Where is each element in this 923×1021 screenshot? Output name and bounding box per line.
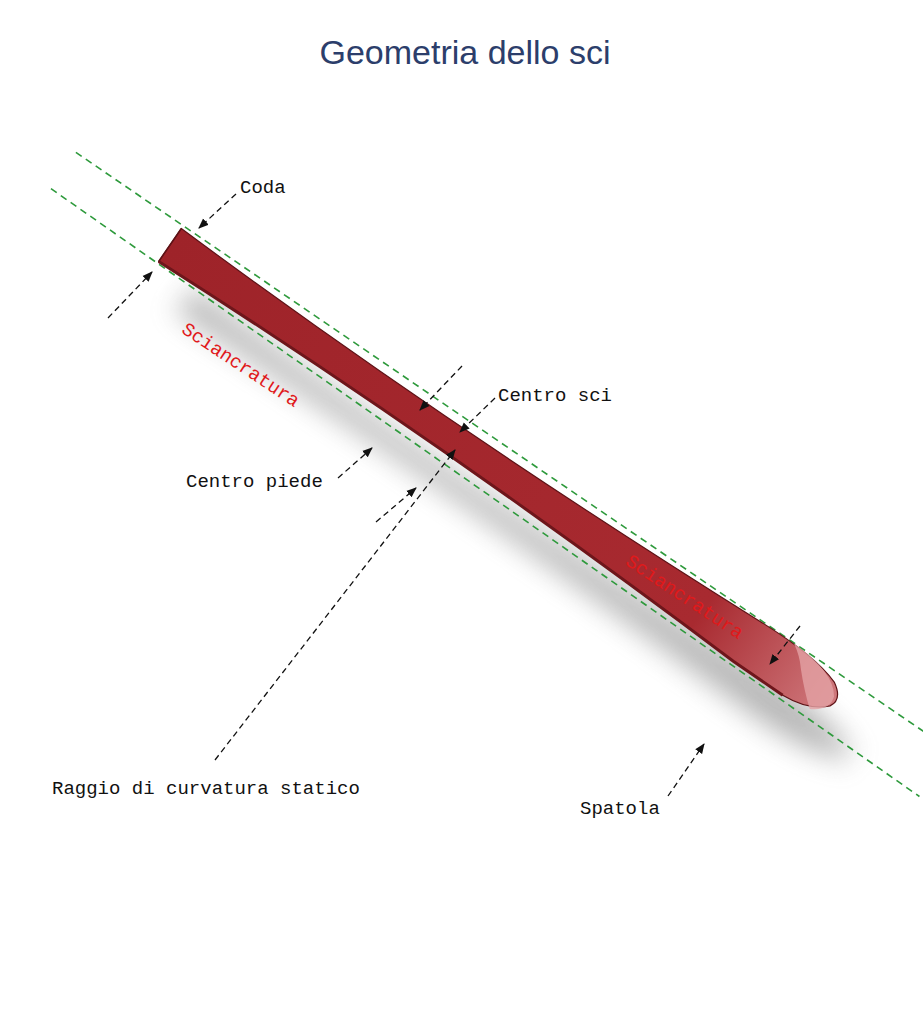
part-label: Spatola	[580, 799, 660, 820]
part-label: Centro sci	[498, 386, 612, 407]
ski-body	[156, 224, 849, 721]
sidecut-tangents	[46, 150, 923, 797]
part-label: Raggio di curvatura statico	[52, 779, 360, 800]
ski-shadow	[174, 283, 864, 775]
part-label: Centro piede	[186, 472, 323, 493]
leader-lines	[108, 194, 800, 796]
part-label: Coda	[240, 178, 286, 199]
sidecut-label: Sciancratura	[177, 320, 303, 413]
sidecut-label: Sciancratura	[621, 552, 747, 645]
diagram-title: Geometria dello sci	[319, 34, 610, 71]
